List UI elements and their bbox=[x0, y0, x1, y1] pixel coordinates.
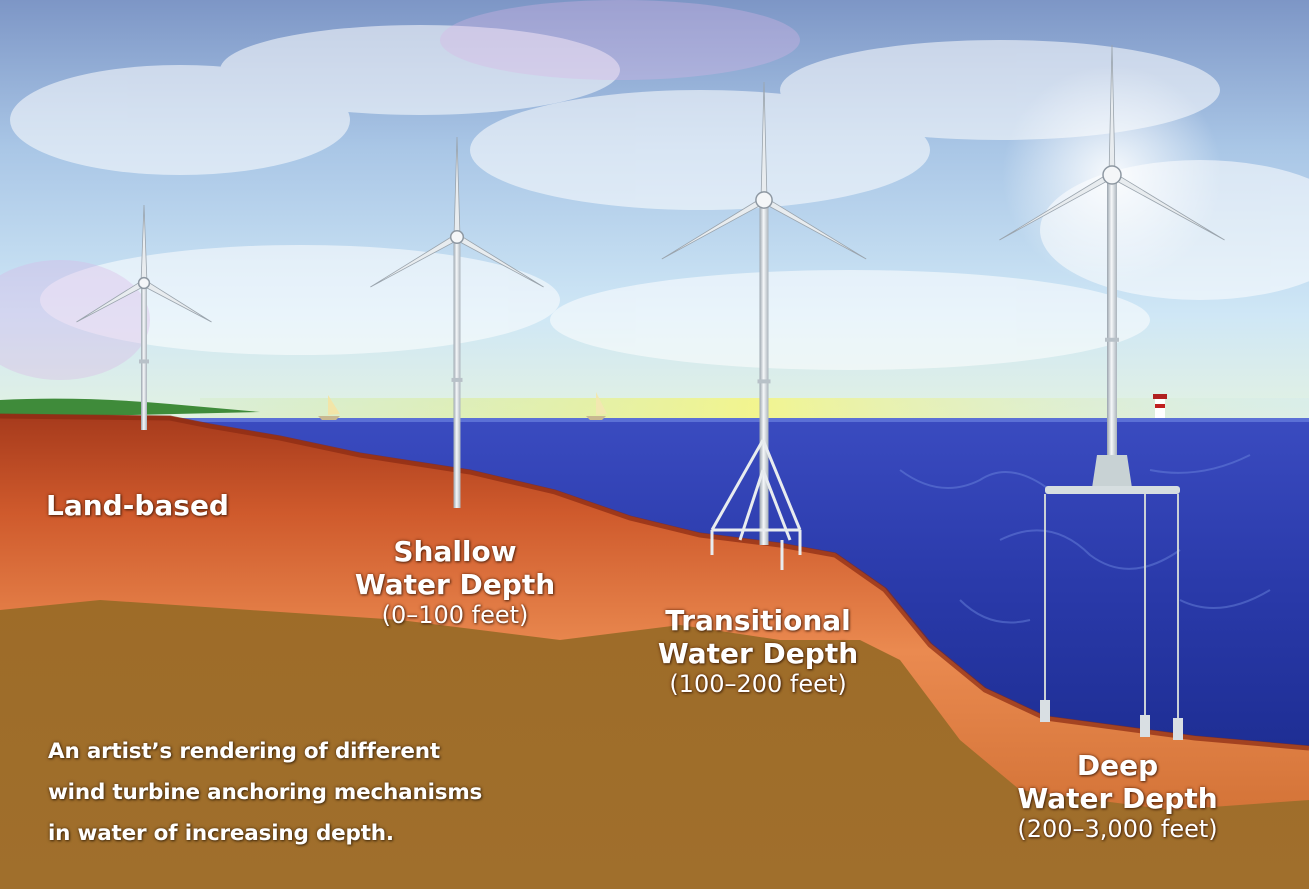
boat-icon bbox=[586, 392, 607, 420]
zone-title-line: Water Depth bbox=[1017, 782, 1218, 816]
turbine-hub bbox=[449, 229, 465, 245]
zone-title-line: Transitional bbox=[665, 604, 851, 637]
wind-turbine-icon bbox=[76, 204, 212, 430]
zone-title-line: Deep bbox=[1076, 749, 1159, 782]
caption-line: wind turbine anchoring mechanisms bbox=[48, 780, 483, 805]
turbine-hub bbox=[755, 191, 773, 209]
turbine-tower bbox=[141, 283, 147, 430]
zone-title-line: Water Depth bbox=[354, 568, 556, 602]
zone-depth-range: (100–200 feet) bbox=[669, 670, 847, 699]
wind-turbine-icon bbox=[661, 81, 867, 545]
ocean bbox=[170, 420, 1309, 748]
turbine-hub bbox=[137, 276, 151, 290]
zone-title-line: Shallow bbox=[393, 535, 517, 568]
floating-platform bbox=[1040, 455, 1183, 740]
caption-line: in water of increasing depth. bbox=[48, 821, 394, 846]
zone-title-line: Land-based bbox=[46, 489, 229, 522]
water-surface bbox=[170, 418, 1309, 422]
turbine-collar bbox=[139, 359, 149, 364]
zone-label-transitional: Transitional Water Depth (100–200 feet) bbox=[628, 604, 888, 698]
purple-haze bbox=[0, 0, 800, 380]
boat-icon bbox=[318, 395, 340, 420]
caption-line: An artist’s rendering of different bbox=[48, 739, 440, 764]
figure-caption: An artist’s rendering of different wind … bbox=[48, 731, 482, 854]
horizon-glow bbox=[200, 398, 1309, 420]
turbine-collar bbox=[757, 379, 771, 384]
turbine-collar bbox=[1105, 337, 1119, 342]
turbine-hub bbox=[1102, 165, 1122, 185]
grass-edge bbox=[0, 398, 260, 418]
zone-depth-range: (0–100 feet) bbox=[381, 601, 529, 630]
turbine-tower bbox=[453, 237, 461, 508]
zone-depth-range: (200–3,000 feet) bbox=[1017, 815, 1218, 844]
turbine-collar bbox=[451, 377, 463, 382]
seabed-rim bbox=[0, 413, 1309, 751]
zone-title-line: Water Depth bbox=[657, 637, 859, 671]
wind-turbine-icon bbox=[999, 44, 1225, 488]
tripod-foundation bbox=[710, 439, 802, 570]
seabed-crust bbox=[0, 414, 1309, 810]
wind-turbine-icon bbox=[370, 136, 544, 508]
water-caustics bbox=[899, 454, 1271, 624]
zone-label-land-based: Land-based bbox=[46, 489, 229, 522]
zone-label-shallow: Shallow Water Depth (0–100 feet) bbox=[330, 535, 580, 629]
lighthouse-icon bbox=[1153, 394, 1167, 418]
turbine-tower bbox=[1107, 175, 1117, 488]
turbine-tower bbox=[759, 200, 769, 545]
zone-label-deep: Deep Water Depth (200–3,000 feet) bbox=[985, 749, 1250, 843]
